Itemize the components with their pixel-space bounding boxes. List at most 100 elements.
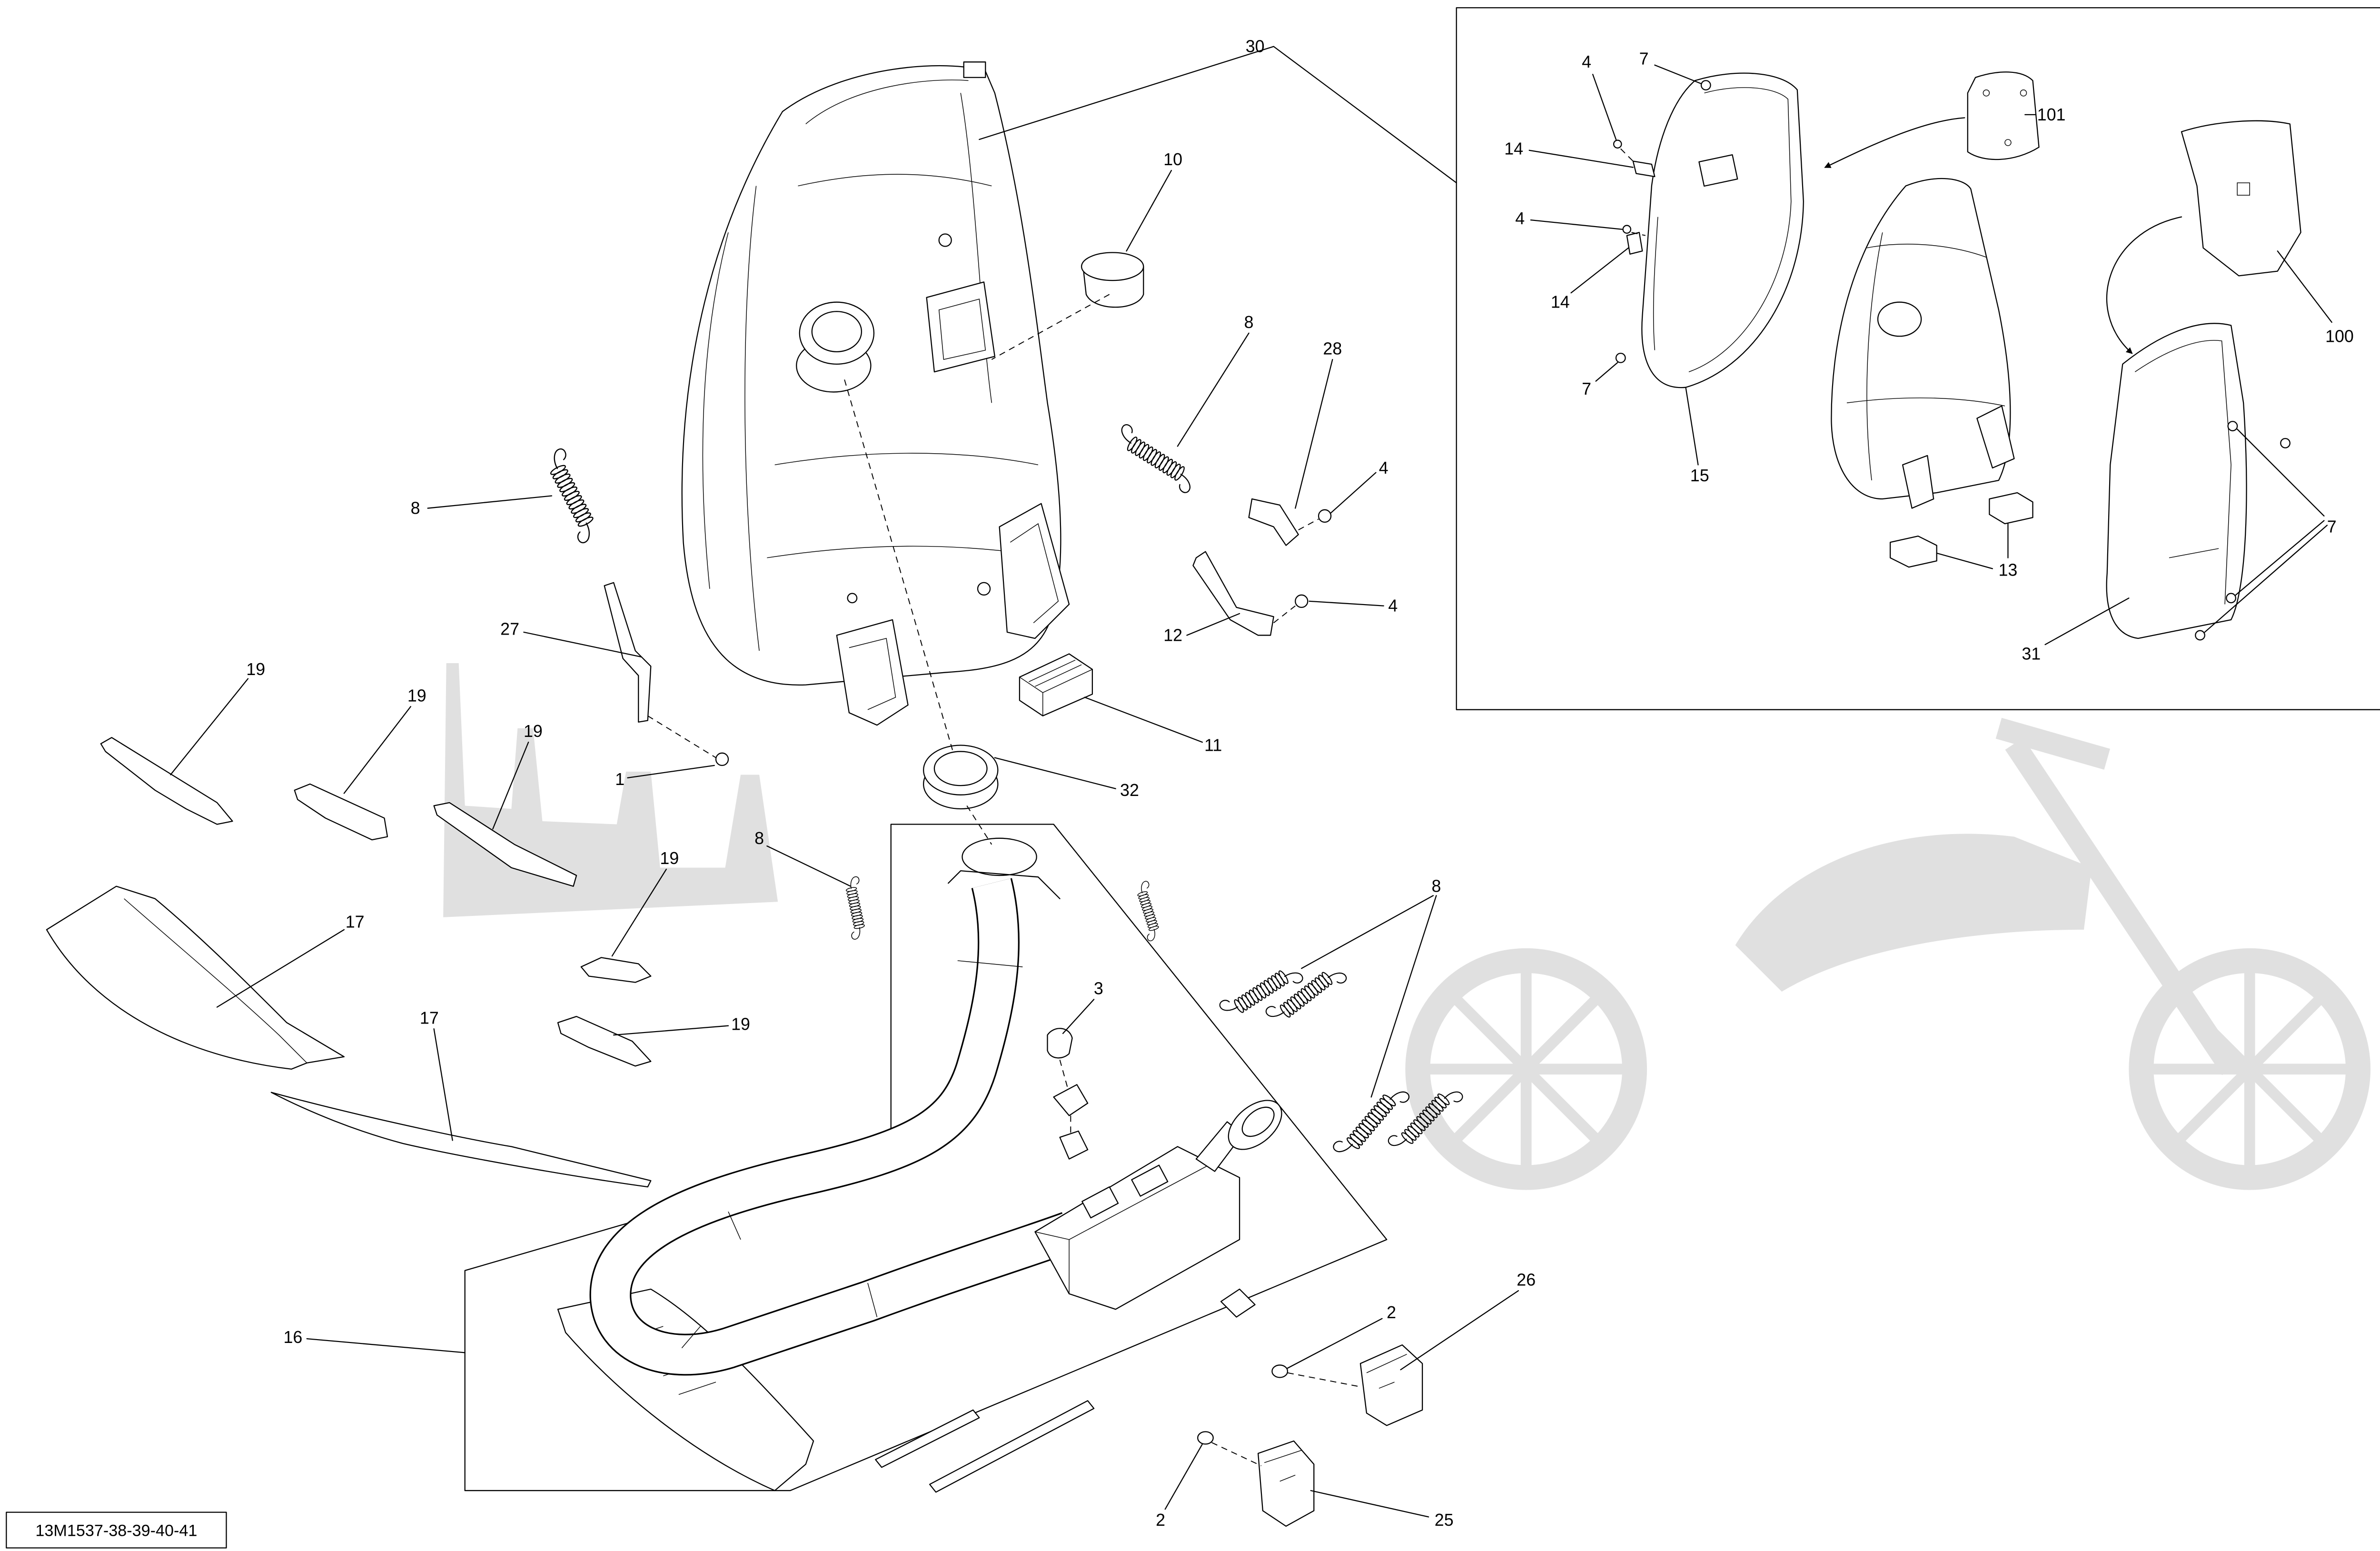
nut-4	[1295, 594, 1309, 608]
screw-7	[2195, 630, 2205, 641]
callout-17: 17	[420, 1008, 439, 1027]
bracket-26	[1359, 1344, 1423, 1426]
heat-guard-17	[46, 885, 345, 1070]
callout-12: 12	[1163, 626, 1182, 645]
callout-inset-15: 15	[1690, 466, 1709, 485]
spring	[1264, 957, 1349, 1032]
leader-12	[1186, 613, 1240, 636]
callout-32: 32	[1120, 781, 1139, 800]
converter-pad	[1081, 1186, 1119, 1219]
muffler-right-bracket	[999, 503, 1070, 639]
ring-gasket-bore	[933, 751, 988, 786]
callout-inset-7: 7	[1639, 50, 1649, 69]
bracket-27	[604, 582, 652, 723]
alignment-line	[1273, 605, 1296, 624]
leader-inset-4	[1592, 74, 1617, 140]
muffler-core	[1831, 178, 2011, 500]
clip-14	[1632, 160, 1656, 178]
leader-10	[1126, 169, 1172, 252]
muffler	[681, 61, 1070, 726]
rubber-block	[1019, 653, 1093, 716]
callout-inset-7: 7	[1582, 379, 1591, 398]
muffler-inner-shell-31-detail	[2134, 340, 2231, 605]
muffler-core-contours	[1846, 232, 2005, 481]
leader-inset-13	[1936, 523, 2009, 569]
pipe-rod	[929, 1400, 1095, 1493]
gasket-hole	[2020, 89, 2027, 97]
callout-19: 19	[524, 722, 543, 741]
screw-7	[1700, 80, 1711, 90]
inset-parts	[1613, 71, 2301, 641]
muffler-right-bracket-detail	[1010, 523, 1059, 623]
leader-8	[1301, 895, 1437, 1098]
screw-7	[2280, 437, 2291, 448]
leader-inset-15	[1685, 387, 1699, 466]
heat-shield-19	[100, 737, 233, 825]
leader-4	[1309, 600, 1384, 606]
callout-25: 25	[1435, 1511, 1454, 1530]
gasket-hole	[1983, 89, 1990, 97]
muffler-core-bracket	[1976, 405, 2015, 469]
leader-inset-14	[1570, 247, 1629, 294]
catalytic-converter	[1034, 1146, 1240, 1310]
cap-top	[1081, 252, 1144, 281]
callout-19: 19	[660, 849, 679, 868]
callout-10: 10	[1163, 150, 1182, 169]
catalytic-converter-edges	[1035, 1164, 1209, 1294]
ring-gasket	[922, 745, 999, 810]
alignment-line	[1287, 1372, 1361, 1387]
leader-inset-14	[1528, 149, 1634, 168]
muffler-core-inlet	[1877, 301, 1922, 337]
screw-4	[1613, 139, 1622, 149]
outlet-cone-bore	[1241, 1106, 1275, 1137]
muffler-outlet-flange-detail	[938, 298, 986, 360]
leader-11	[1084, 696, 1203, 743]
muffler-hole	[977, 582, 991, 596]
muffler-inlet-bore	[811, 311, 863, 352]
bracket-28	[1248, 498, 1299, 546]
grommet-2	[1197, 1431, 1214, 1445]
alignment-line	[647, 715, 716, 758]
bracket-25	[1257, 1440, 1315, 1527]
callout-19: 19	[407, 686, 426, 705]
leader-27	[523, 631, 642, 658]
alignment-line	[1620, 148, 1646, 236]
screw-7	[2226, 593, 2237, 604]
leader-8	[1177, 332, 1250, 447]
callout-28: 28	[1323, 339, 1342, 358]
heat-shield-19	[294, 783, 388, 841]
callout-8: 8	[1244, 313, 1254, 332]
callout-1: 1	[615, 770, 625, 789]
leader-28	[1295, 358, 1333, 509]
leader-16	[306, 1338, 466, 1353]
muffler-top-tab	[963, 61, 986, 78]
spring	[1331, 1078, 1411, 1166]
alignment-lines	[647, 294, 1361, 1466]
heat-shield-100-slot	[2237, 182, 2250, 196]
spring	[1110, 422, 1202, 495]
callouts-inset: 4 7 101 14 4 14 7 15 100 13 7 31	[1504, 50, 2354, 664]
converter-pad	[1131, 1164, 1169, 1197]
screw-7	[2227, 421, 2238, 431]
clip-3	[1053, 1084, 1089, 1116]
arrow-gasket-to-core	[1824, 117, 1965, 168]
leader-19	[613, 1025, 729, 1036]
alignment-line	[1298, 518, 1319, 530]
rubber-block-body	[1019, 653, 1093, 716]
muffler-outer-shell-15-detail	[1653, 87, 1792, 372]
pipe-flange-clamp	[948, 870, 1061, 899]
callout-26: 26	[1517, 1270, 1536, 1289]
pipe-flange	[962, 837, 1037, 876]
alignment-line	[1059, 1059, 1071, 1134]
watermark-tower	[443, 663, 778, 917]
callout-11: 11	[1204, 736, 1222, 755]
callout-inset-4: 4	[1515, 209, 1525, 228]
leader-19	[170, 678, 249, 776]
leader-inset-31	[2044, 597, 2130, 646]
leader-3	[1062, 999, 1095, 1034]
callout-16: 16	[284, 1328, 303, 1347]
leader-inset-100	[2277, 250, 2332, 323]
callout-8: 8	[1431, 877, 1441, 896]
nut-1	[715, 752, 729, 766]
leader-19	[343, 706, 411, 794]
